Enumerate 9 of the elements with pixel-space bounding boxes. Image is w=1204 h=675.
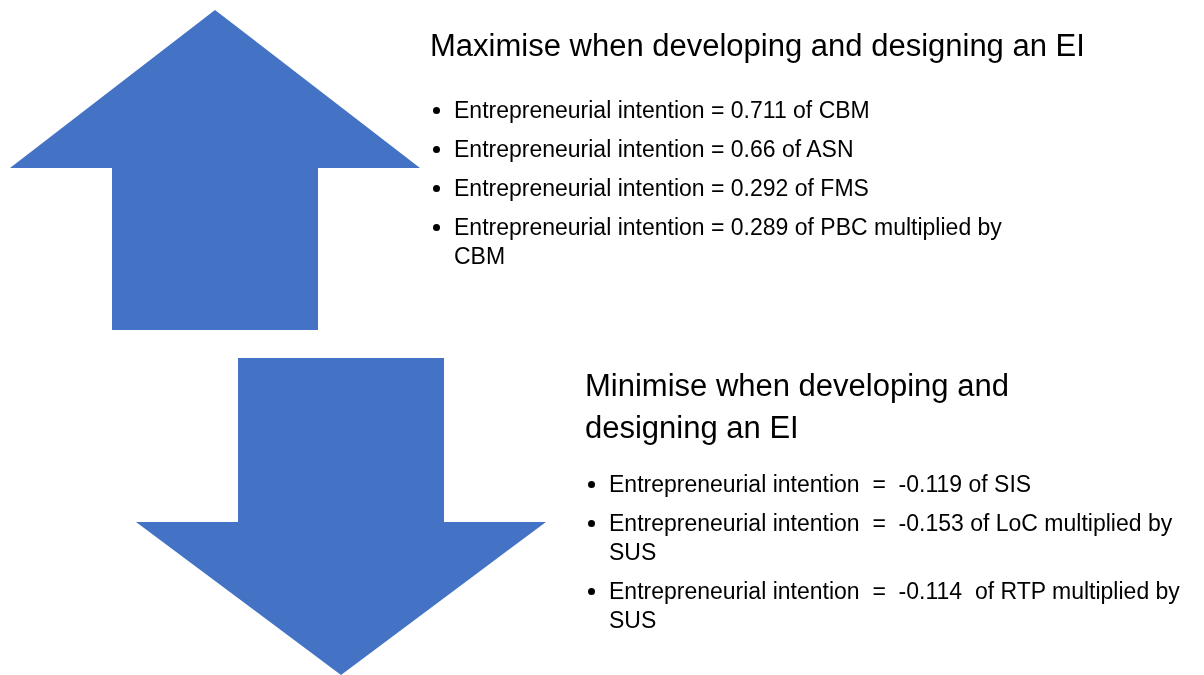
bullet-text: Entrepreneurial intention = 0.711 of CBM: [454, 97, 870, 123]
bullet-text: Entrepreneurial intention = 0.289 of PBC multiplied by CBM: [454, 214, 1003, 269]
bullet-text: Entrepreneurial intention = 0.66 of ASN: [454, 136, 854, 162]
bullet-text: Entrepreneurial intention = -0.153 of LoC multiplied by SUS: [609, 510, 1174, 565]
heading: Maximise when developing and designing an EI: [430, 27, 1086, 65]
bullet-text: Entrepreneurial intention = -0.119 of SIS: [609, 471, 1032, 497]
bullet-text: Entrepreneurial intention = 0.292 of FMS: [454, 175, 869, 201]
heading: Minimise when developing and designing an EI: [585, 367, 1010, 447]
bullet-text: Entrepreneurial intention = -0.114 of RTP multiplied by SUS: [609, 578, 1181, 633]
